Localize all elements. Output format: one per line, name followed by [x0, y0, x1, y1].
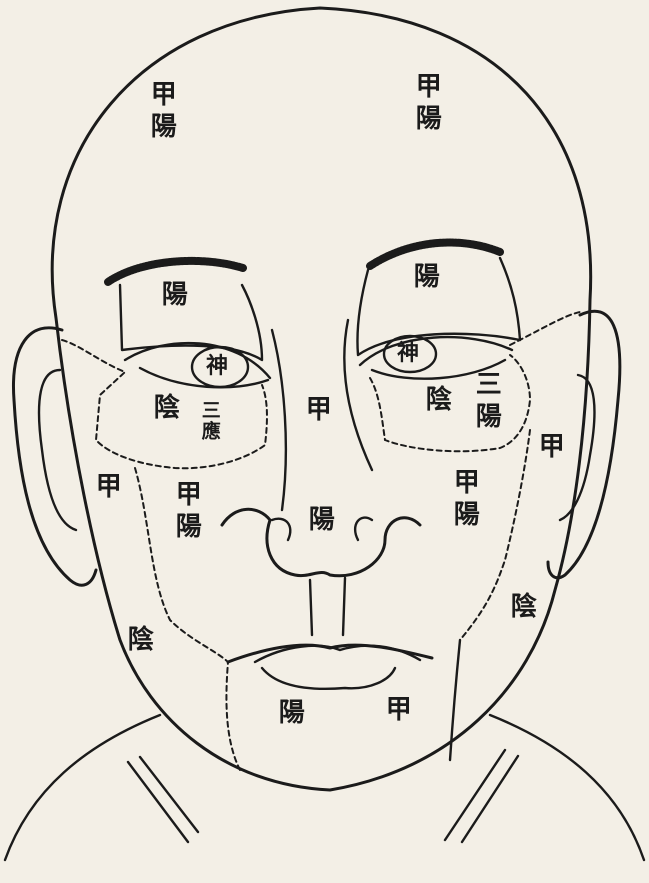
eyebrow-left — [108, 261, 243, 282]
label-cheek-right-outer: 甲 — [533, 432, 564, 464]
philtrum-right — [343, 578, 345, 635]
nostril-right — [355, 518, 372, 540]
zone-boundary-temple-right — [510, 312, 580, 345]
label-forehead-left: 甲陽 — [145, 80, 176, 144]
label-eye-right: 神 — [397, 340, 419, 366]
zone-boundary-cheek-right-solid — [450, 640, 460, 760]
philtrum-left — [310, 580, 312, 635]
label-brow-right: 陽 — [408, 262, 439, 294]
nostril-left — [272, 519, 290, 540]
label-under-eye-left-main: 陰 — [148, 393, 179, 425]
label-nose-upper: 甲 — [300, 395, 331, 427]
shoulder-left-line — [5, 715, 160, 860]
ear-left-inner — [39, 370, 76, 530]
label-jaw-right: 陰 — [505, 592, 536, 624]
neck-fold-left-1 — [128, 762, 188, 842]
neck-fold-left-2 — [140, 757, 198, 832]
label-nose-lower: 陽 — [303, 505, 334, 537]
label-cheek-left-outer: 甲 — [90, 472, 121, 504]
label-under-eye-left-side: 三應 — [198, 400, 221, 442]
neck-fold-right-1 — [445, 750, 505, 840]
label-chin-right: 甲 — [380, 695, 411, 727]
ear-right-inner — [560, 375, 594, 520]
eye-region-left — [120, 285, 262, 360]
neck-fold-right-2 — [462, 756, 518, 842]
lip-lower — [262, 668, 395, 689]
ear-left — [13, 328, 96, 585]
label-forehead-right: 甲陽 — [410, 72, 441, 136]
label-brow-left: 陽 — [156, 280, 187, 312]
nose-ridge-left — [272, 330, 286, 510]
label-chin-left: 陽 — [273, 698, 304, 730]
label-cheek-right-inner: 甲陽 — [448, 468, 479, 532]
label-under-eye-right-side: 三陽 — [470, 370, 501, 434]
label-eye-left: 神 — [206, 353, 228, 379]
shoulder-right-line — [490, 715, 644, 860]
label-cheek-left-inner: 甲陽 — [170, 480, 201, 544]
label-under-eye-right-main: 陰 — [420, 385, 451, 417]
label-jaw-left: 陰 — [122, 625, 153, 657]
